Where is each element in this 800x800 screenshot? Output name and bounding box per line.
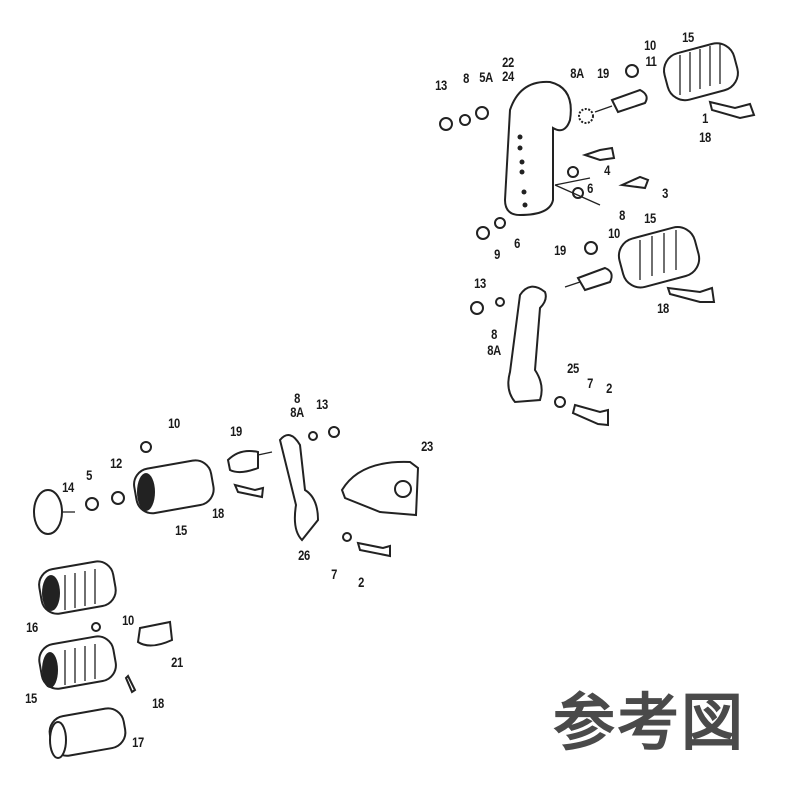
part-label: 4 — [604, 162, 610, 178]
part-label: 10 — [122, 612, 134, 628]
part-label: 18 — [657, 300, 669, 316]
footrest-rubber-16 — [38, 560, 117, 615]
part-label: 18 — [152, 695, 164, 711]
nut-13 — [439, 117, 453, 131]
starwasher-8a — [578, 108, 594, 124]
part-label: 13 — [474, 275, 486, 291]
part-label: 25 — [567, 360, 579, 376]
part-label: 6 — [587, 180, 593, 196]
part-label: 18 — [699, 129, 711, 145]
part-label: 23 — [421, 438, 433, 454]
end-cap-14 — [33, 489, 63, 535]
part-label: 7 — [331, 566, 337, 582]
part-label: 19 — [554, 242, 566, 258]
footrest-peg-17 — [48, 707, 127, 759]
footrest-rubber-15-lower — [38, 635, 117, 690]
part-label: 15 — [644, 210, 656, 226]
part-label: 8 — [619, 207, 625, 223]
part-label: 8 — [491, 326, 497, 342]
part-label: 18 — [212, 505, 224, 521]
part-label: 2 — [606, 380, 612, 396]
part-label: 9 — [494, 246, 500, 262]
part-label: 11 — [645, 53, 657, 69]
bolt-4 — [581, 146, 616, 162]
bolt-18 — [708, 100, 756, 120]
part-label: 10 — [168, 415, 180, 431]
peg-mount-21 — [136, 620, 174, 647]
part-label: 16 — [26, 619, 38, 635]
part-label: 12 — [110, 455, 122, 471]
part-label: 1 — [702, 110, 708, 126]
part-label: 2 — [358, 574, 364, 590]
nut-10 — [625, 64, 639, 78]
part-label: 15 — [25, 690, 37, 706]
shift-lever-26 — [278, 434, 320, 542]
part-label: 3 — [662, 185, 668, 201]
part-label: 22 — [502, 54, 514, 70]
footrest-rubber-15-mid — [617, 226, 701, 289]
shift-lever-part — [503, 80, 572, 217]
footrest-rubber-15-bottom — [133, 459, 215, 515]
part-label: 7 — [587, 375, 593, 391]
reference-drawing-stamp: 参考図 — [553, 686, 746, 759]
peg-mount-19b — [576, 266, 613, 292]
shift-lever-25 — [507, 285, 547, 404]
lockwasher-8 — [459, 114, 471, 126]
part-label: 21 — [171, 654, 183, 670]
part-label: 19 — [597, 65, 609, 81]
part-label: 6 — [514, 235, 520, 251]
part-label: 13 — [435, 77, 447, 93]
peg-mount-19c — [226, 450, 259, 474]
footrest-rubber-15-top — [663, 42, 739, 102]
part-label: 5A — [479, 69, 493, 85]
part-label: 8A — [570, 65, 584, 81]
part-label: 8 — [294, 390, 300, 406]
part-label: 15 — [682, 29, 694, 45]
part-label: 14 — [62, 479, 74, 495]
part-label: 5 — [86, 467, 92, 483]
mount-plate-23 — [340, 460, 420, 517]
part-label: 8 — [463, 70, 469, 86]
part-label: 10 — [608, 225, 620, 241]
part-label: 8A — [290, 404, 304, 420]
part-label: 8A — [487, 342, 501, 358]
bolt-3 — [618, 175, 650, 190]
part-label: 10 — [644, 37, 656, 53]
peg-mount-19 — [610, 88, 648, 114]
part-label: 15 — [175, 522, 187, 538]
part-label: 24 — [502, 68, 514, 84]
washer-5a — [475, 106, 489, 120]
part-label: 17 — [132, 734, 144, 750]
lever-holes — [517, 134, 528, 208]
part-label: 13 — [316, 396, 328, 412]
part-label: 19 — [230, 423, 242, 439]
part-label: 26 — [298, 547, 310, 563]
